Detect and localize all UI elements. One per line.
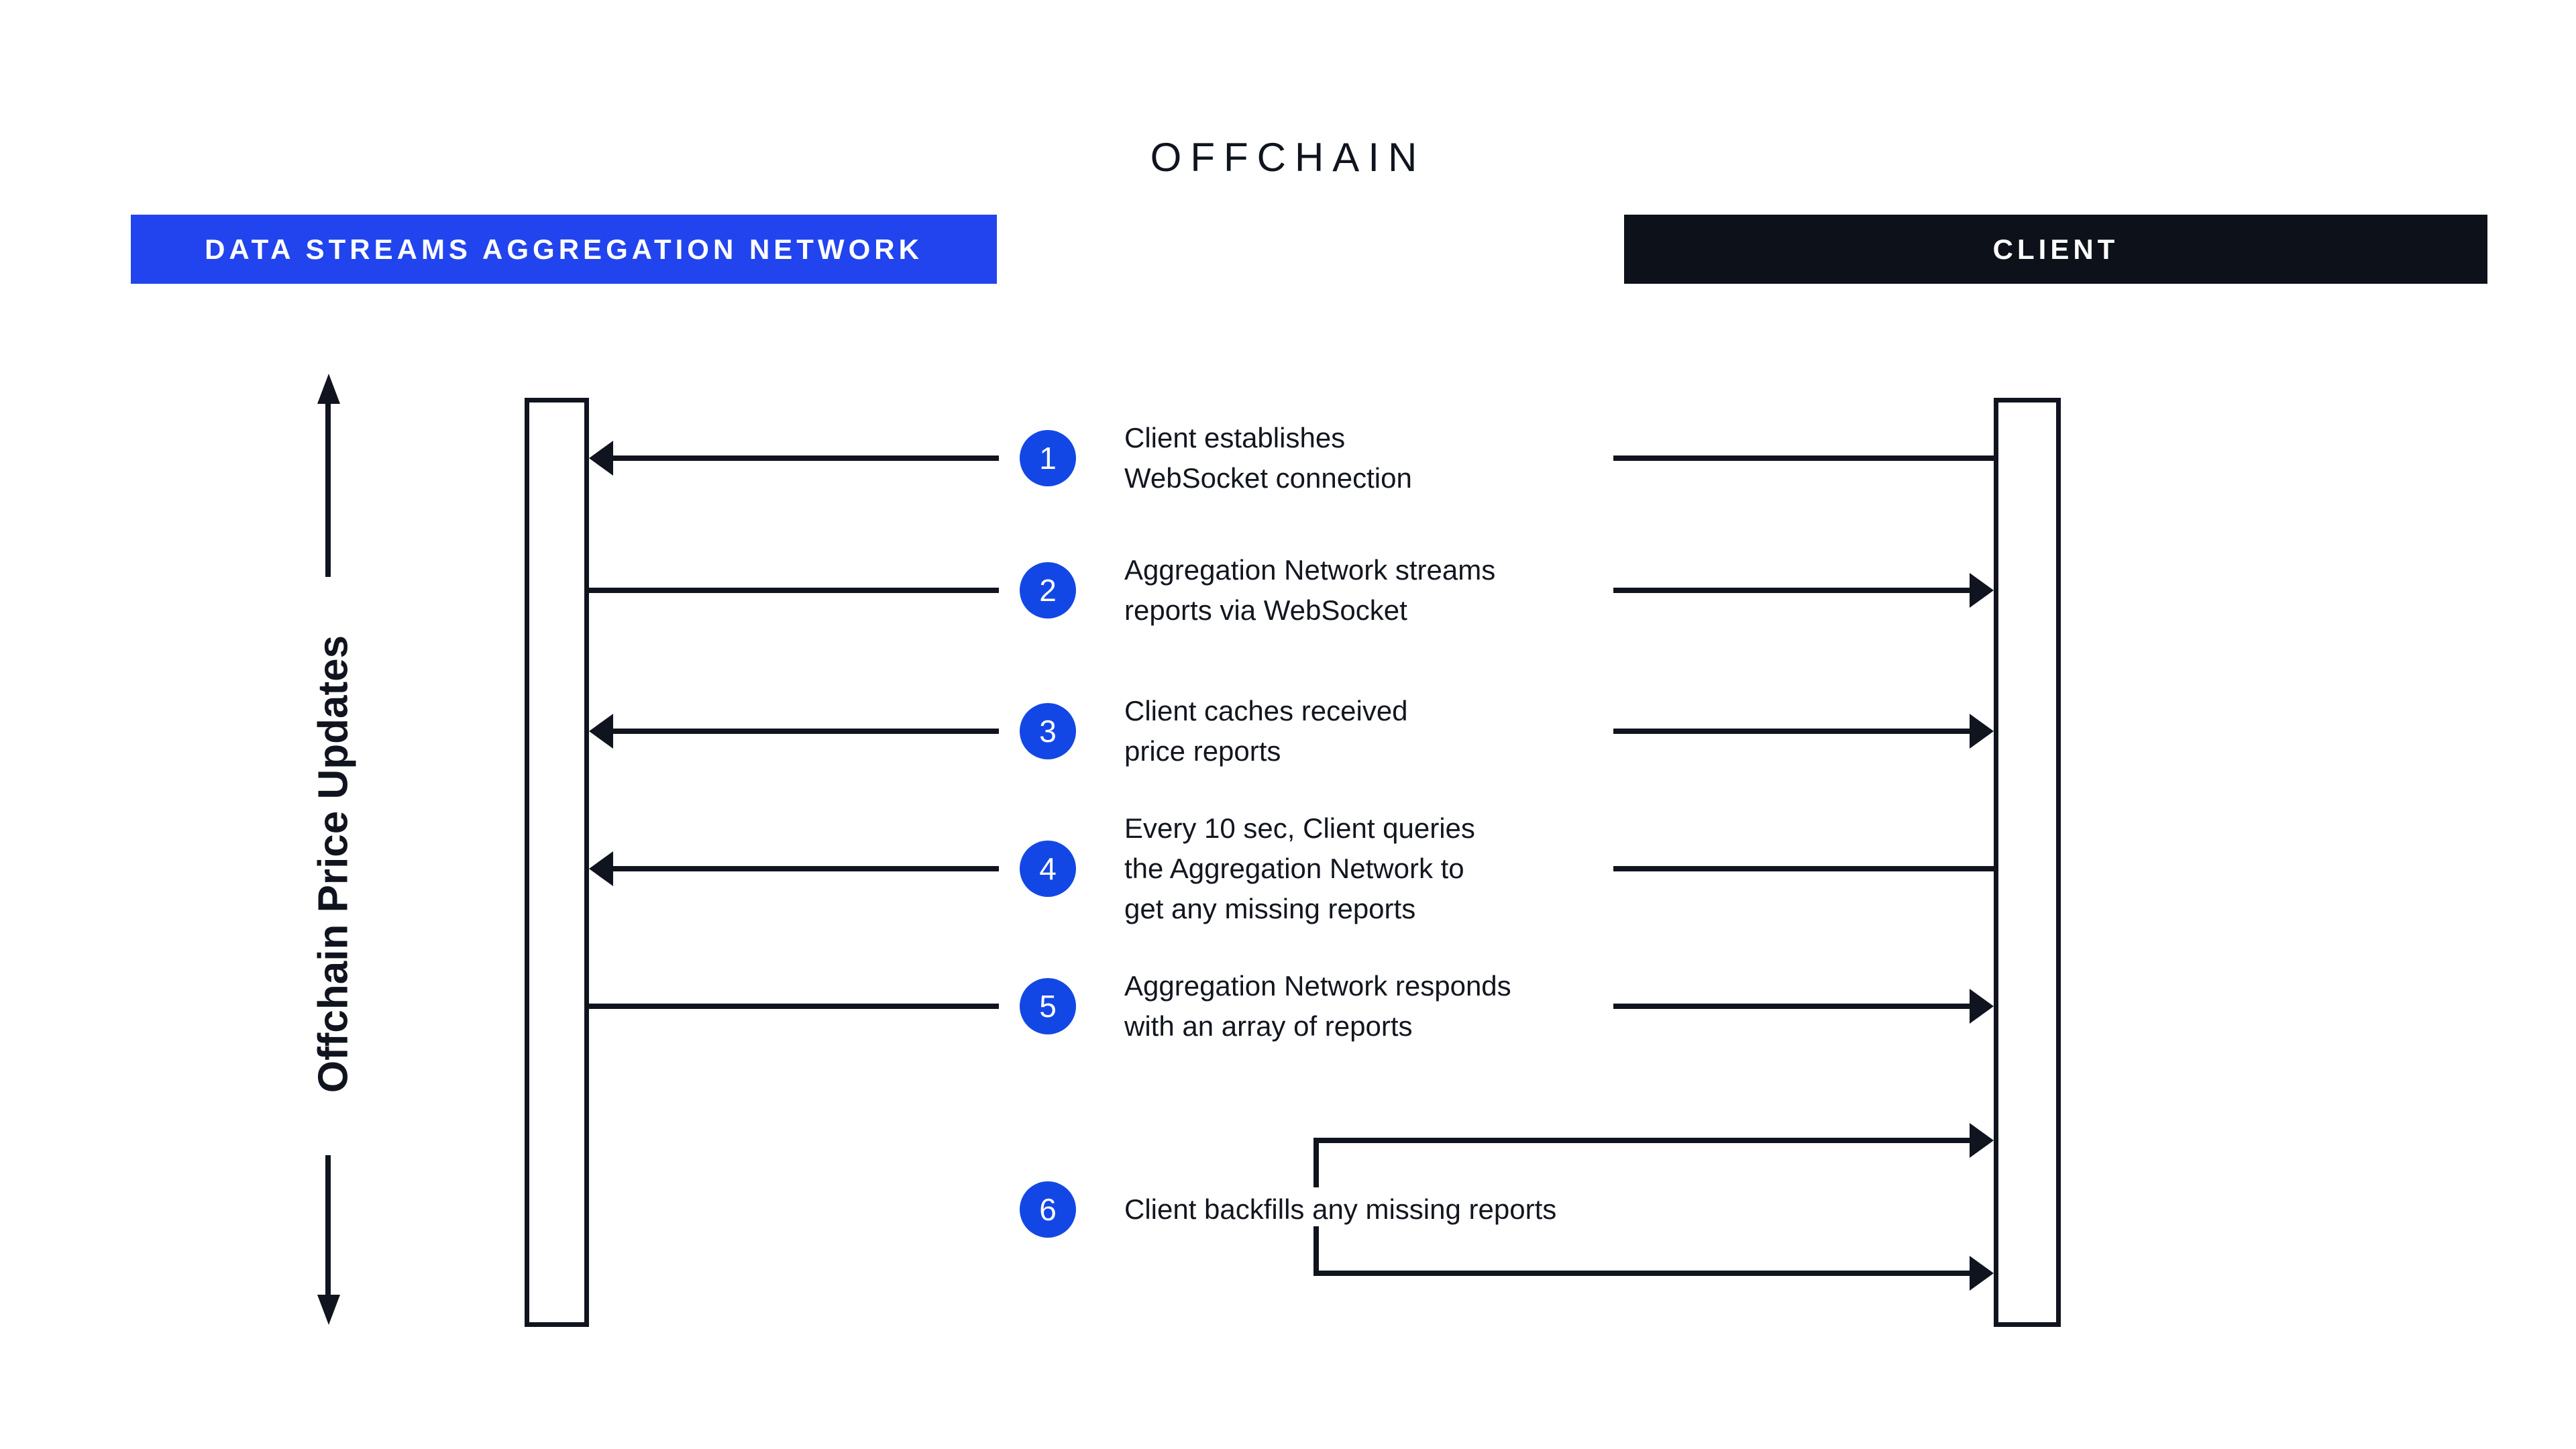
step-1-label: Client establishes WebSocket connection: [1124, 418, 1412, 498]
message-6-bottom-arrowhead-icon: [1970, 1256, 1994, 1291]
step-2-label: Aggregation Network streams reports via …: [1124, 550, 1495, 631]
step-6-label: Client backfills any missing reports: [1124, 1189, 1556, 1230]
client-banner-label: CLIENT: [1992, 233, 2119, 265]
message-2-right-line: [1613, 588, 1971, 593]
message-3-right-line: [1613, 729, 1971, 734]
step-6-line-1: Client backfills any missing reports: [1124, 1193, 1557, 1225]
message-6-top-stub: [1313, 1138, 1319, 1187]
message-4-arrowhead-left-icon: [589, 851, 613, 886]
step-2-number: 2: [1039, 573, 1057, 608]
message-5-arrowhead-right-icon: [1970, 989, 1994, 1024]
step-2-line-1: Aggregation Network streams: [1124, 554, 1496, 586]
message-5-left-line: [589, 1004, 999, 1009]
step-2-badge: 2: [1020, 562, 1076, 619]
message-2-arrowhead-right-icon: [1970, 573, 1994, 608]
message-4-left-line: [610, 866, 999, 871]
step-5-badge: 5: [1020, 978, 1076, 1034]
message-2-left-line: [589, 588, 999, 593]
offchain-price-updates-label: Offchain Price Updates: [310, 635, 357, 1093]
step-2-line-2: reports via WebSocket: [1124, 594, 1407, 626]
step-6-number: 6: [1039, 1192, 1057, 1227]
network-banner-label: DATA STREAMS AGGREGATION NETWORK: [205, 233, 923, 265]
message-6-bottom-stub: [1313, 1226, 1319, 1276]
step-3-badge: 3: [1020, 703, 1076, 759]
message-3-arrowhead-left-icon: [589, 714, 613, 749]
message-5-right-line: [1613, 1004, 1971, 1009]
client-banner: CLIENT: [1624, 215, 2487, 284]
step-5-line-2: with an array of reports: [1124, 1010, 1413, 1042]
step-1-line-2: WebSocket connection: [1124, 462, 1412, 494]
client-lifeline: [1994, 398, 2061, 1327]
axis-line-top: [325, 402, 331, 577]
step-4-line-2: the Aggregation Network to: [1124, 853, 1464, 884]
axis-arrow-down-icon: [317, 1295, 340, 1325]
network-lifeline: [525, 398, 589, 1327]
step-1-line-1: Client establishes: [1124, 422, 1346, 453]
axis-line-bottom: [325, 1155, 331, 1296]
step-5-label: Aggregation Network responds with an arr…: [1124, 966, 1511, 1046]
message-4-right-line: [1613, 866, 1994, 871]
step-4-number: 4: [1039, 851, 1057, 886]
axis-arrow-up-icon: [317, 374, 340, 404]
message-3-arrowhead-right-icon: [1970, 714, 1994, 749]
step-3-line-1: Client caches received: [1124, 695, 1408, 727]
step-4-line-1: Every 10 sec, Client queries: [1124, 812, 1475, 844]
message-6-top-line: [1313, 1138, 1972, 1143]
step-1-number: 1: [1039, 441, 1057, 476]
step-4-line-3: get any missing reports: [1124, 893, 1416, 924]
step-3-label: Client caches received price reports: [1124, 691, 1408, 771]
step-3-number: 3: [1039, 714, 1057, 749]
message-3-left-line: [610, 729, 999, 734]
message-6-top-arrowhead-icon: [1970, 1123, 1994, 1158]
message-1-arrowhead-left-icon: [589, 441, 613, 476]
message-1-right-line: [1613, 455, 1994, 461]
step-5-line-1: Aggregation Network responds: [1124, 970, 1511, 1002]
step-4-label: Every 10 sec, Client queries the Aggrega…: [1124, 808, 1475, 929]
step-1-badge: 1: [1020, 430, 1076, 486]
step-5-number: 5: [1039, 989, 1057, 1024]
step-6-badge: 6: [1020, 1181, 1076, 1238]
message-1-left-line: [610, 455, 999, 461]
step-4-badge: 4: [1020, 841, 1076, 897]
step-3-line-2: price reports: [1124, 735, 1281, 767]
network-banner: DATA STREAMS AGGREGATION NETWORK: [131, 215, 997, 284]
message-6-bottom-line: [1313, 1271, 1972, 1276]
page-title: OFFCHAIN: [1150, 135, 1426, 180]
